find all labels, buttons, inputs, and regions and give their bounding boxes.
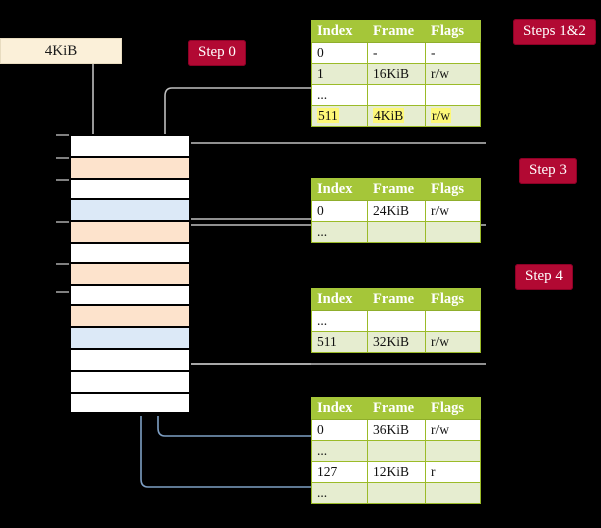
table-row: 1 16KiB r/w: [311, 63, 481, 85]
cell-flags: [425, 221, 481, 243]
memory-row: [71, 244, 189, 264]
cell-index: 0: [311, 42, 368, 64]
table-row: ...: [311, 482, 481, 504]
cell-frame: [367, 84, 426, 106]
table-row: 127 12KiB r: [311, 461, 481, 483]
cell-frame: [367, 310, 426, 332]
cell-frame: [367, 440, 426, 462]
cell-flags: -: [425, 42, 481, 64]
cell-index: 511: [311, 105, 368, 127]
cell-index: 0: [311, 200, 368, 222]
column-header-index: Index: [311, 20, 368, 43]
table-row: 0 24KiB r/w: [311, 200, 481, 222]
table-row: 0 - -: [311, 42, 481, 64]
cell-flags: [425, 482, 481, 504]
cell-frame: 32KiB: [367, 331, 426, 353]
table-header-row: Index Frame Flags: [311, 20, 481, 43]
cell-flags: r/w: [425, 419, 481, 441]
memory-row: [71, 200, 189, 222]
memory-row: [71, 264, 189, 286]
cell-flags: [425, 440, 481, 462]
table-row: ...: [311, 310, 481, 332]
memory-tick: [56, 134, 69, 136]
cell-frame: 16KiB: [367, 63, 426, 85]
cell-index: ...: [311, 310, 368, 332]
memory-tick: [56, 157, 69, 159]
cell-flags: r: [425, 461, 481, 483]
memory-tick: [56, 221, 69, 223]
memory-row: [71, 286, 189, 306]
cell-index: ...: [311, 221, 368, 243]
memory-row: [71, 180, 189, 200]
memory-row: [71, 394, 189, 414]
column-header-flags: Flags: [425, 397, 481, 420]
cell-frame: [367, 221, 426, 243]
cell-index: 1: [311, 63, 368, 85]
memory-tick: [56, 263, 69, 265]
table-row-highlighted: 511 4KiB r/w: [311, 105, 481, 127]
memory-row: [71, 306, 189, 328]
cell-index: 127: [311, 461, 368, 483]
badge-steps-1-2: Steps 1&2: [513, 19, 596, 45]
cell-flags: r/w: [425, 331, 481, 353]
cell-flags: r/w: [425, 200, 481, 222]
memory-row: [71, 158, 189, 180]
cell-flags: r/w: [425, 105, 481, 127]
memory-tick: [56, 179, 69, 181]
cell-frame: 24KiB: [367, 200, 426, 222]
cell-flags: [425, 310, 481, 332]
cell-index: 0: [311, 419, 368, 441]
memory-row: [71, 136, 189, 158]
column-header-frame: Frame: [367, 20, 426, 43]
cell-index: ...: [311, 84, 368, 106]
level-4-table: Index Frame Flags 0 - - 1 16KiB r/w ...: [311, 20, 481, 127]
cell-index: ...: [311, 482, 368, 504]
cell-frame: -: [367, 42, 426, 64]
table-header-row: Index Frame Flags: [311, 397, 481, 420]
table-header-row: Index Frame Flags: [311, 178, 481, 201]
cell-frame: 4KiB: [367, 105, 426, 127]
memory-row: [71, 350, 189, 372]
table-row: ...: [311, 440, 481, 462]
source-frame-box: 4KiB: [0, 38, 122, 64]
column-header-flags: Flags: [425, 20, 481, 43]
highlight-flags: r/w: [431, 108, 451, 123]
memory-tick: [56, 291, 69, 293]
column-header-frame: Frame: [367, 288, 426, 311]
level-1-table: Index Frame Flags 0 36KiB r/w ... 127 12…: [311, 397, 481, 504]
level-2-table: Index Frame Flags ... 511 32KiB r/w: [311, 288, 481, 353]
memory-row: [71, 328, 189, 350]
badge-step-4: Step 4: [515, 264, 573, 290]
column-header-frame: Frame: [367, 397, 426, 420]
memory-row: [71, 222, 189, 244]
table-row: ...: [311, 84, 481, 106]
wire-32kib-to-memory: [177, 287, 311, 365]
column-header-flags: Flags: [425, 178, 481, 201]
cell-flags: [425, 84, 481, 106]
cell-index: ...: [311, 440, 368, 462]
highlight-frame: 4KiB: [373, 108, 405, 123]
badge-step-3: Step 3: [519, 158, 577, 184]
cell-frame: [367, 482, 426, 504]
cell-flags: r/w: [425, 63, 481, 85]
cell-frame: 36KiB: [367, 419, 426, 441]
column-header-index: Index: [311, 397, 368, 420]
wire-24kib-to-memory: [177, 218, 311, 247]
table-row: 0 36KiB r/w: [311, 419, 481, 441]
table-header-row: Index Frame Flags: [311, 288, 481, 311]
memory-row: [71, 372, 189, 394]
cell-index: 511: [311, 331, 368, 353]
column-header-flags: Flags: [425, 288, 481, 311]
column-header-index: Index: [311, 288, 368, 311]
level-3-table: Index Frame Flags 0 24KiB r/w ...: [311, 178, 481, 243]
highlight-index: 511: [317, 108, 339, 123]
column-header-index: Index: [311, 178, 368, 201]
cell-frame: 12KiB: [367, 461, 426, 483]
column-header-frame: Frame: [367, 178, 426, 201]
table-row: ...: [311, 221, 481, 243]
badge-step-0: Step 0: [188, 40, 246, 66]
table-row: 511 32KiB r/w: [311, 331, 481, 353]
